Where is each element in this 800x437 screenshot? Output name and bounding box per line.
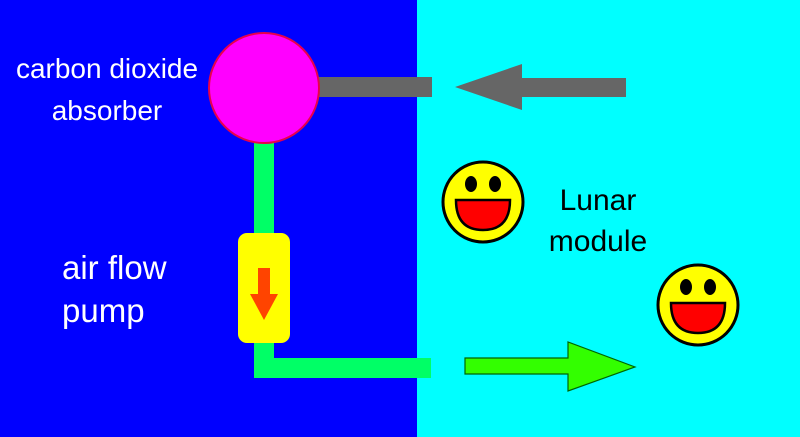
module-label-line2: module (549, 225, 647, 258)
supply-pipe-upper (254, 138, 274, 243)
module-label-line1: Lunar (560, 184, 637, 217)
pump-label-line2: pump (62, 292, 145, 329)
down-arrow-icon (250, 268, 278, 320)
supply-pipe-horizontal (254, 358, 431, 378)
smiley-face-icon (656, 263, 740, 347)
smiley-face-icon (441, 160, 525, 244)
left-arrow-icon (455, 64, 626, 110)
right-arrow-icon (464, 341, 637, 392)
return-pipe (300, 77, 432, 97)
absorber-circle (208, 32, 320, 144)
pump-label-line1: air flow (62, 249, 167, 286)
absorber-label-line2: absorber (52, 95, 163, 126)
absorber-label-line1: carbon dioxide (16, 53, 198, 84)
